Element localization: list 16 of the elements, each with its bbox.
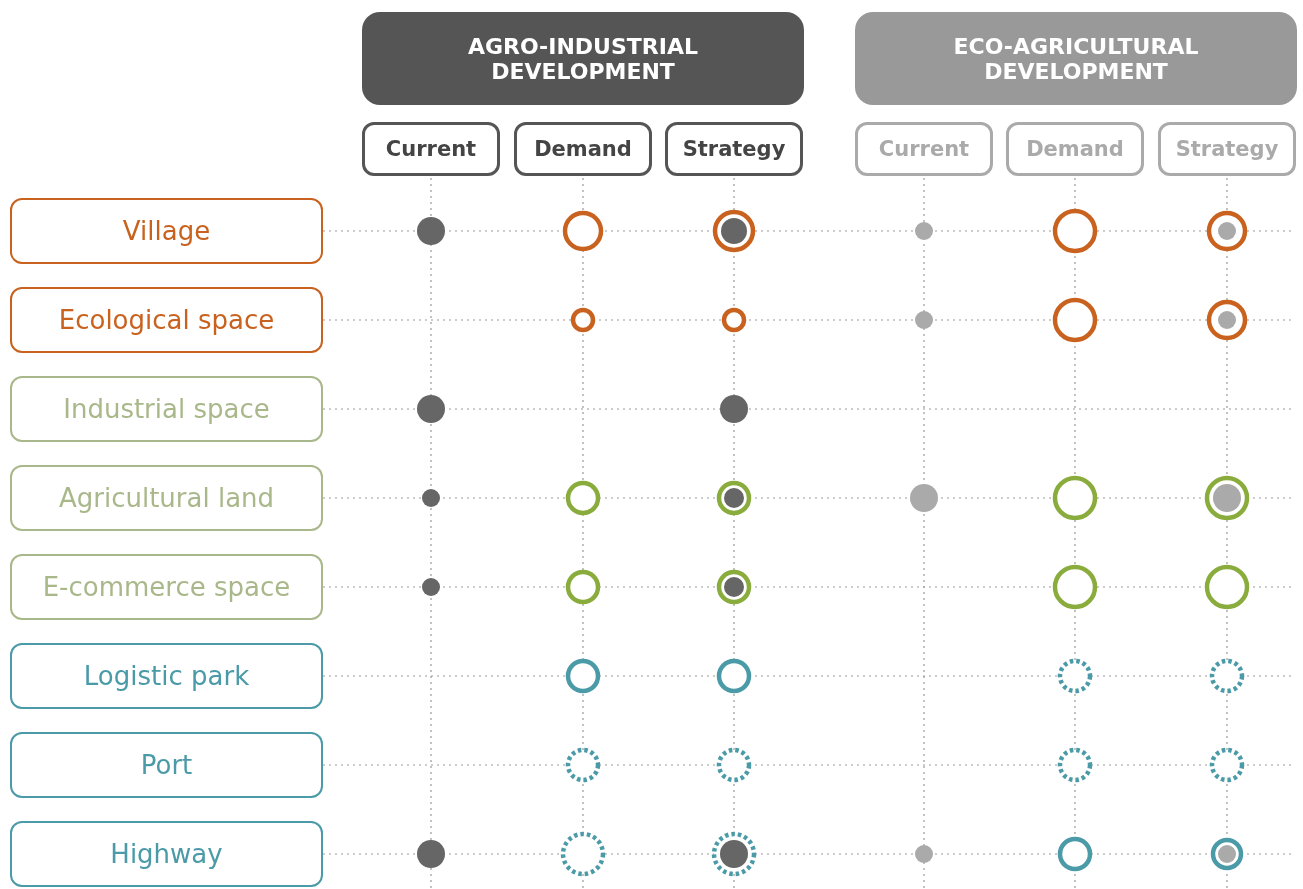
column-header-box: Current xyxy=(855,122,993,176)
header-box: ECO-AGRICULTURAL DEVELOPMENT xyxy=(855,12,1297,105)
row-label-box: Port xyxy=(10,732,323,798)
column-header-box: Demand xyxy=(514,122,652,176)
row-label-box: Ecological space xyxy=(10,287,323,353)
row-label-box: Industrial space xyxy=(10,376,323,442)
column-header-box: Demand xyxy=(1006,122,1144,176)
row-label-box: E-commerce space xyxy=(10,554,323,620)
row-label-box: Village xyxy=(10,198,323,264)
header-box: AGRO-INDUSTRIAL DEVELOPMENT xyxy=(362,12,804,105)
column-header-box: Strategy xyxy=(665,122,803,176)
row-label-box: Agricultural land xyxy=(10,465,323,531)
column-header-box: Strategy xyxy=(1158,122,1296,176)
row-label-box: Highway xyxy=(10,821,323,887)
column-header-box: Current xyxy=(362,122,500,176)
row-label-box: Logistic park xyxy=(10,643,323,709)
